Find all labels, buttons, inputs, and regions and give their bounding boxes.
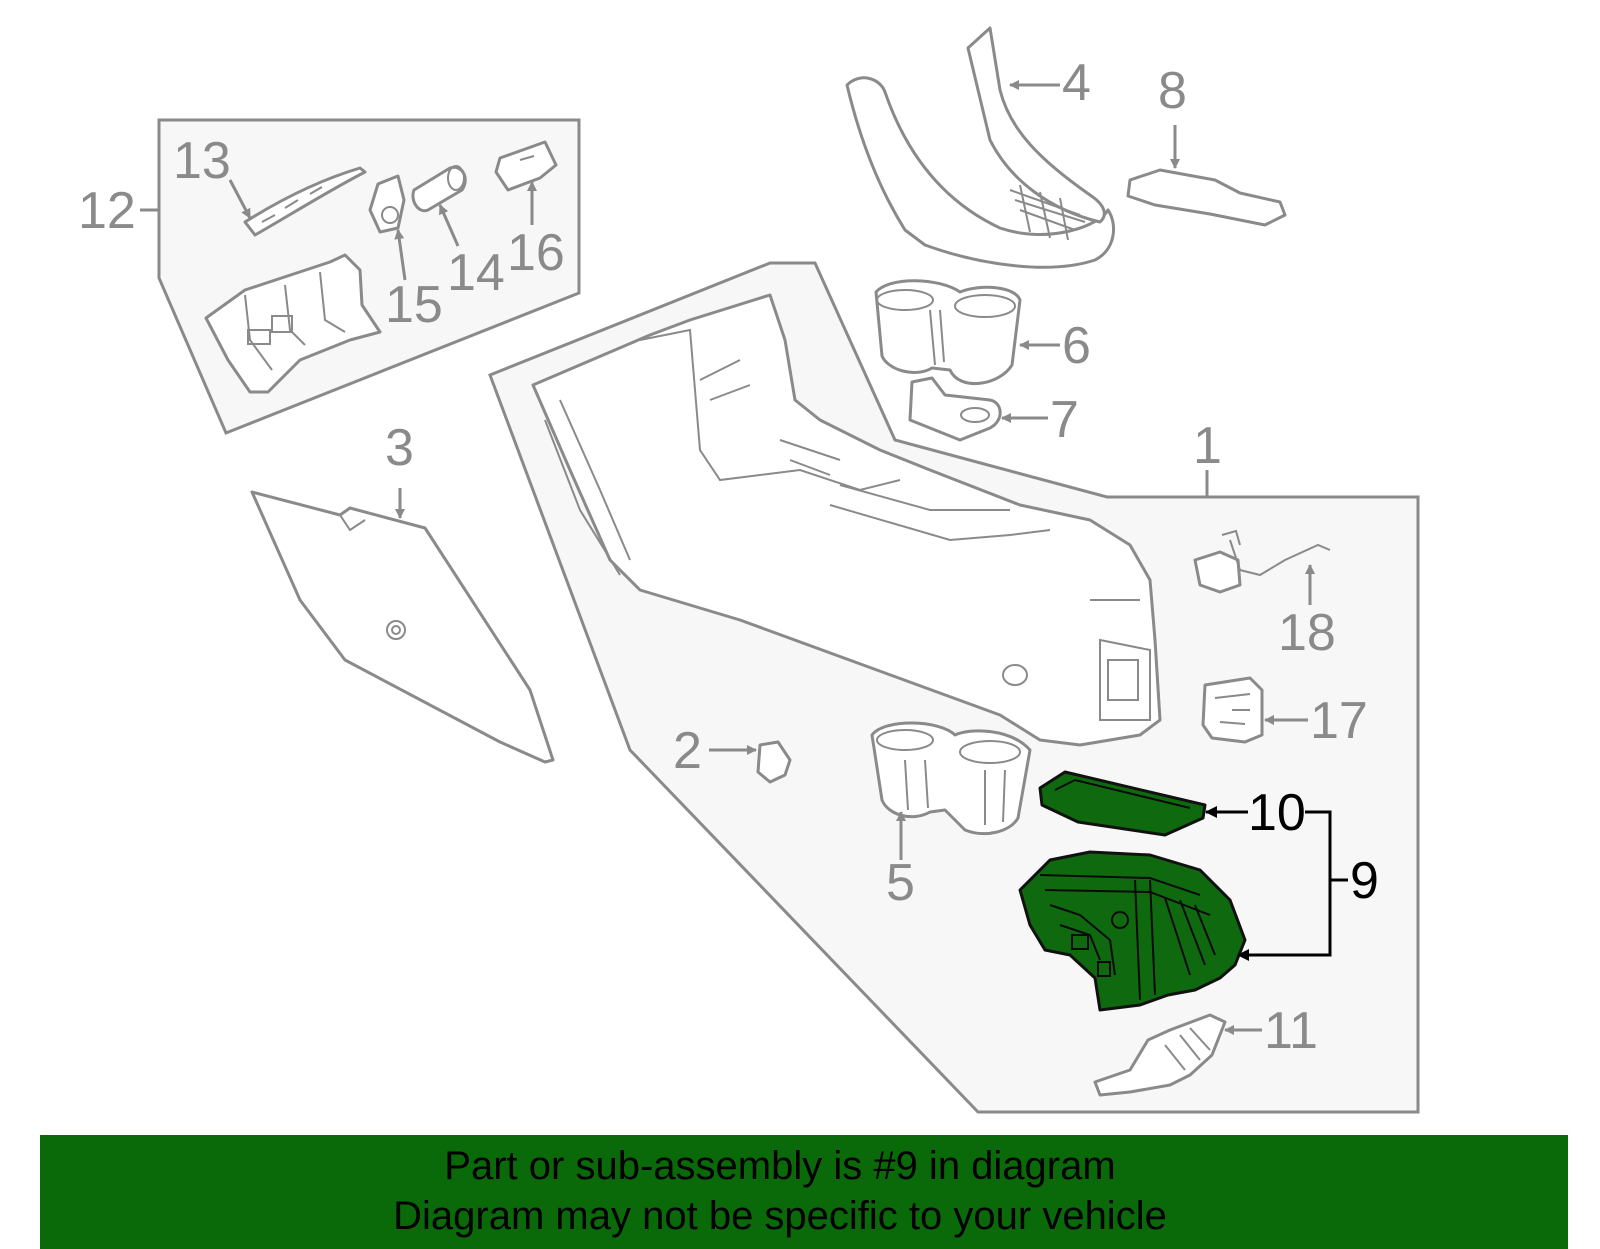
callout-3: 3 bbox=[385, 419, 414, 477]
part-2-clip bbox=[756, 740, 792, 784]
part-15-switch bbox=[368, 174, 406, 234]
part-7-bracket bbox=[908, 376, 1002, 442]
part-1-console bbox=[531, 293, 1162, 747]
part-12-bezel bbox=[204, 253, 382, 394]
part-3-side-panel bbox=[250, 490, 555, 764]
callout-9: 9 bbox=[1350, 852, 1379, 910]
callout-4: 4 bbox=[1062, 54, 1091, 112]
part-4-trim-panel bbox=[845, 26, 1116, 269]
part-8-armrest-pad bbox=[1126, 168, 1287, 227]
banner-line-part-number: Part or sub-assembly is #9 in diagram bbox=[444, 1144, 1116, 1188]
part-6-cup-holder-insert bbox=[874, 279, 1022, 386]
callout-labels: 1 2 3 4 5 6 7 8 9 10 11 12 13 14 15 16 1… bbox=[78, 54, 1379, 1060]
part-14-outlet bbox=[411, 165, 467, 213]
callout-6: 6 bbox=[1062, 317, 1091, 375]
callout-13: 13 bbox=[173, 132, 231, 190]
part-9-storage-bin bbox=[1018, 850, 1247, 1012]
callout-18: 18 bbox=[1278, 604, 1336, 662]
part-11-bracket bbox=[1093, 1013, 1227, 1097]
part-13-trim-plate bbox=[243, 166, 367, 237]
callout-15: 15 bbox=[385, 276, 443, 334]
banner-line-disclaimer: Diagram may not be specific to your vehi… bbox=[393, 1194, 1167, 1238]
callout-17: 17 bbox=[1310, 692, 1368, 750]
part-16-usb-port bbox=[494, 140, 558, 192]
callout-14: 14 bbox=[447, 244, 505, 302]
part-17-switch-module bbox=[1201, 676, 1264, 744]
callout-5: 5 bbox=[886, 854, 915, 912]
callout-1: 1 bbox=[1193, 417, 1222, 475]
callout-10: 10 bbox=[1248, 784, 1306, 842]
info-banner: Part or sub-assembly is #9 in diagram Di… bbox=[40, 1135, 1568, 1249]
part-18-harness bbox=[1193, 529, 1331, 594]
part-5-cup-holder bbox=[870, 721, 1032, 835]
callout-16: 16 bbox=[507, 224, 565, 282]
callout-11: 11 bbox=[1264, 1002, 1318, 1060]
callout-2: 2 bbox=[673, 722, 702, 780]
callout-12: 12 bbox=[78, 182, 136, 240]
callout-7: 7 bbox=[1050, 391, 1079, 449]
leader-lines bbox=[140, 80, 1348, 1035]
part-10-tray bbox=[1038, 770, 1207, 837]
callout-8: 8 bbox=[1158, 62, 1187, 120]
